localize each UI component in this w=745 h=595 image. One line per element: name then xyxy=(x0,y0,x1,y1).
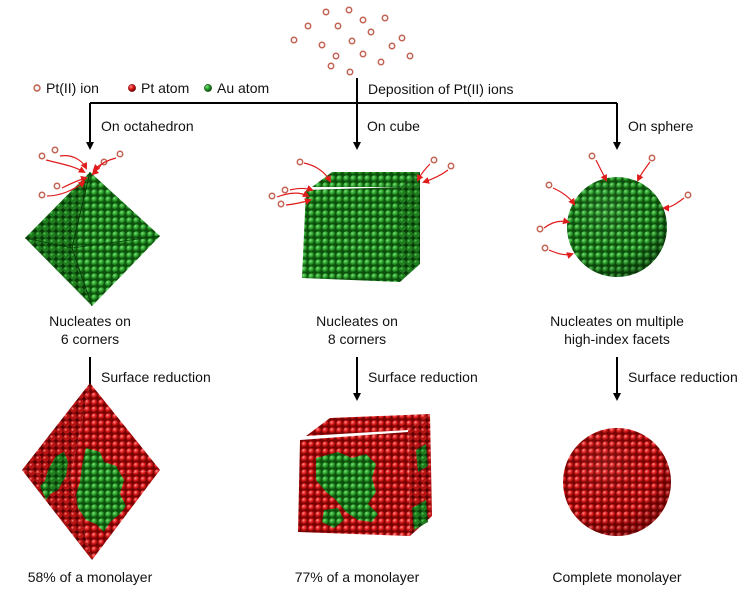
pt-ion xyxy=(296,158,304,166)
step-label-cube: Surface reduction xyxy=(368,369,478,385)
pt-ion-cloud xyxy=(290,6,414,76)
nucleation-label-cube-line1: Nucleates on xyxy=(316,313,398,329)
pt-ion xyxy=(359,50,367,58)
pt-ions-approaching-octahedron xyxy=(38,146,124,199)
approach-arrow xyxy=(552,187,576,206)
step-label-octahedron: Surface reduction xyxy=(101,369,211,385)
au-sphere xyxy=(567,177,667,277)
approach-arrow xyxy=(59,155,87,170)
result-label-cube: 77% of a monolayer xyxy=(294,569,420,585)
pt-ion xyxy=(388,42,396,50)
pt-ion xyxy=(290,36,298,44)
approach-arrow xyxy=(422,169,449,184)
au-octahedron xyxy=(24,171,161,307)
pt-ion xyxy=(332,52,340,60)
deposition-label: Deposition of Pt(II) ions xyxy=(368,81,514,97)
pt-ion xyxy=(53,182,61,190)
pt-ion xyxy=(281,186,289,194)
pt-ion xyxy=(536,225,544,233)
approach-arrow xyxy=(289,185,314,192)
pt-ion xyxy=(545,181,553,189)
au-cube xyxy=(302,172,420,282)
legend-au-atom-label: Au atom xyxy=(217,80,270,96)
approach-arrow xyxy=(548,249,574,259)
pt-ion xyxy=(648,154,656,162)
nucleation-label-octahedron-line2: 6 corners xyxy=(60,331,120,347)
pt-ion xyxy=(381,14,389,22)
pt-ion xyxy=(447,162,455,170)
approach-arrow xyxy=(285,198,312,206)
pt-au-cube xyxy=(298,414,432,536)
pt-ion xyxy=(318,41,326,49)
legend-pt-atom-label: Pt atom xyxy=(141,80,190,96)
pt-ion xyxy=(406,52,414,60)
step-label-sphere: Surface reduction xyxy=(628,369,738,385)
pt-ions-approaching-sphere xyxy=(536,152,692,259)
legend-pt-ion-marker xyxy=(33,84,41,92)
pt-ion xyxy=(277,200,285,208)
branch-label-sphere: On sphere xyxy=(628,118,694,134)
approach-arrow xyxy=(91,164,102,176)
branch-label-octahedron: On octahedron xyxy=(101,118,194,134)
pt-ion xyxy=(348,37,356,45)
approach-arrow xyxy=(662,197,685,212)
legend-pt-ion-label: Pt(II) ion xyxy=(46,80,99,96)
nucleation-label-sphere-line1: Nucleates on multiple xyxy=(550,313,684,329)
legend-markers xyxy=(33,84,212,92)
nucleation-label-octahedron-line1: Nucleates on xyxy=(49,313,131,329)
legend-au-atom-marker xyxy=(204,84,212,92)
approach-arrow xyxy=(417,163,431,182)
branch-label-cube: On cube xyxy=(367,118,420,134)
pt-ion xyxy=(327,62,335,70)
pt-ion xyxy=(304,22,312,30)
pt-ion xyxy=(322,8,330,16)
pt-ion xyxy=(684,191,692,199)
approach-arrow xyxy=(276,190,310,198)
approach-arrow xyxy=(303,162,331,183)
nucleation-label-cube-line2: 8 corners xyxy=(327,331,387,347)
approach-arrow xyxy=(46,180,86,197)
pt-ion xyxy=(268,192,276,200)
approach-arrow xyxy=(543,217,570,229)
result-label-sphere: Complete monolayer xyxy=(552,569,682,585)
pt-au-octahedron xyxy=(22,383,160,560)
pt-ion xyxy=(346,68,354,76)
approach-arrow xyxy=(595,159,607,182)
pt-ion xyxy=(398,34,406,42)
pt-ion xyxy=(541,244,549,252)
legend-pt-atom-marker xyxy=(128,84,136,92)
approach-arrow xyxy=(45,159,86,174)
pt-ion xyxy=(334,22,342,30)
approach-arrow xyxy=(637,161,651,182)
pt-ion xyxy=(38,191,46,199)
pt-ion xyxy=(588,152,596,160)
pt-ion xyxy=(359,16,367,24)
pt-ion xyxy=(430,156,438,164)
result-label-octahedron: 58% of a monolayer xyxy=(27,569,153,585)
approach-arrow xyxy=(61,175,88,189)
pt-ions-approaching-cube xyxy=(268,156,455,208)
pt-ion xyxy=(116,150,124,158)
pt-ion xyxy=(377,58,385,66)
nucleation-label-sphere-line2: high-index facets xyxy=(564,331,670,347)
pt-sphere xyxy=(563,428,671,536)
pt-ion xyxy=(38,152,46,160)
pt-ion xyxy=(51,146,59,154)
pt-ion xyxy=(345,6,353,14)
pt-ion xyxy=(367,28,375,36)
